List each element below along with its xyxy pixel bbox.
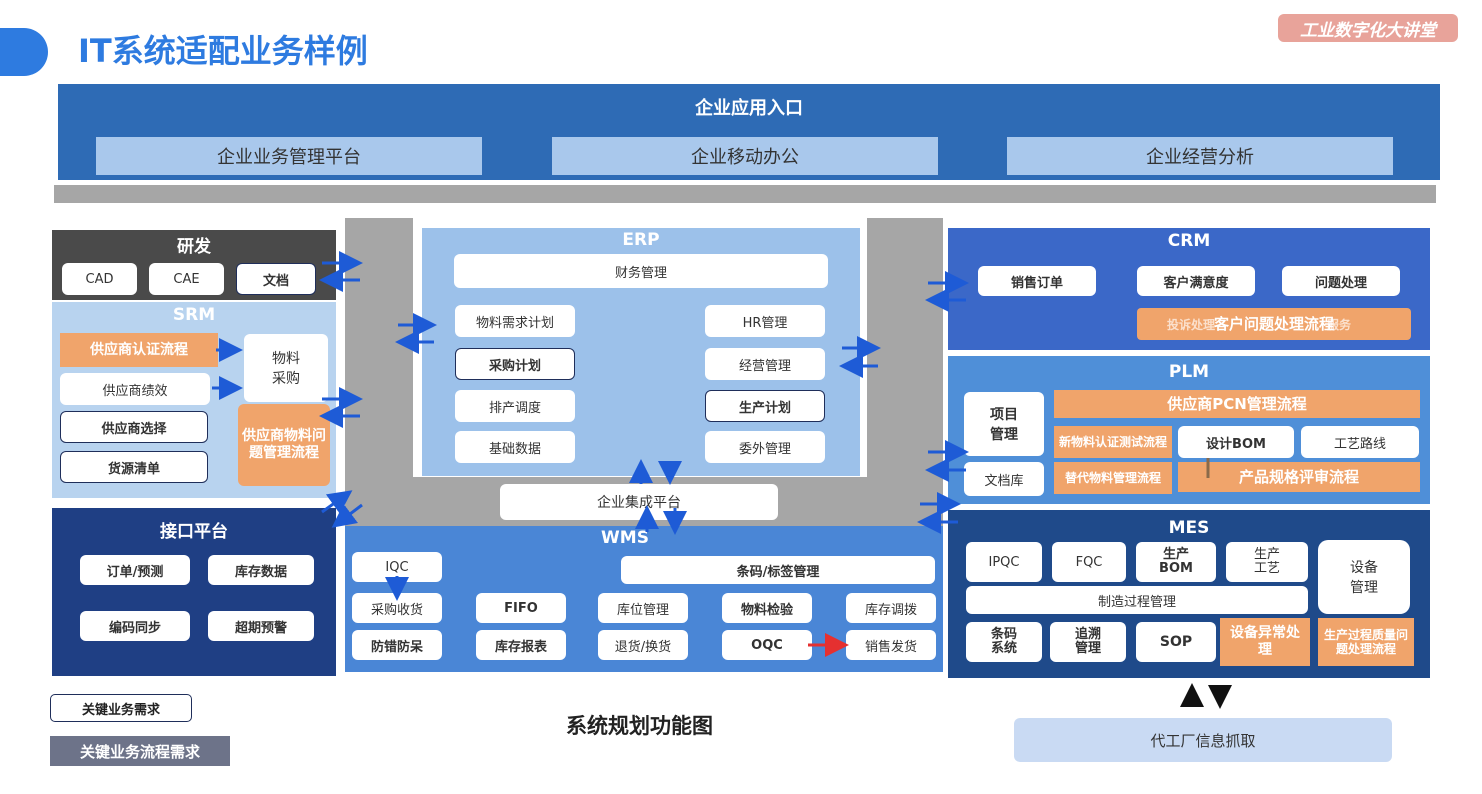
top-item-mobile-office[interactable]: 企业移动办公 — [552, 137, 938, 175]
enterprise-integration-platform[interactable]: 企业集成平台 — [500, 484, 778, 520]
mes-production-craft[interactable]: 生产 工艺 — [1226, 542, 1308, 582]
brand-logo: 工业数字化大讲堂 — [1278, 14, 1458, 42]
crm-flow-label: 客户问题处理流程 — [1213, 315, 1334, 333]
erp-outsourcing[interactable]: 委外管理 — [705, 431, 825, 463]
oem-info-capture[interactable]: 代工厂信息抓取 — [1014, 718, 1392, 762]
plm-new-material-flow[interactable]: 新物料认证测试流程 — [1054, 426, 1172, 458]
crm-ghost-service: 服务 — [1327, 318, 1352, 332]
erp-finance[interactable]: 财务管理 — [454, 254, 828, 288]
diagram-caption: 系统规划功能图 — [566, 714, 713, 738]
mes-production-bom[interactable]: 生产 BOM — [1136, 542, 1216, 582]
plm-pcn-flow[interactable]: 供应商PCN管理流程 — [1054, 390, 1420, 418]
wms-location-mgmt[interactable]: 库位管理 — [598, 593, 688, 623]
srm-title: SRM — [172, 305, 216, 325]
rd-cad[interactable]: CAD — [62, 263, 137, 295]
top-item-business-platform[interactable]: 企业业务管理平台 — [96, 137, 482, 175]
srm-supplier-cert-flow[interactable]: 供应商认证流程 — [60, 333, 218, 367]
page-title: IT系统适配业务样例 — [78, 32, 368, 70]
wms-material-inspection[interactable]: 物料检验 — [722, 593, 812, 623]
iface-overdue-alert[interactable]: 超期预警 — [208, 611, 314, 641]
plm-spec-review-flow[interactable]: 产品规格评审流程 — [1178, 462, 1420, 492]
crm-ghost-complaint: 投诉处理 — [1167, 318, 1216, 332]
legend-key-flow-requirement: 关键业务流程需求 — [50, 736, 230, 766]
mes-barcode-system[interactable]: 条码 系统 — [966, 622, 1042, 662]
iface-code-sync[interactable]: 编码同步 — [80, 611, 190, 641]
interface-section — [52, 508, 336, 676]
mes-title: MES — [1168, 518, 1210, 538]
srm-source-list[interactable]: 货源清单 — [60, 451, 208, 483]
wms-oqc[interactable]: OQC — [722, 630, 812, 660]
erp-title: ERP — [622, 230, 660, 250]
mes-equipment-mgmt[interactable]: 设备 管理 — [1318, 540, 1410, 614]
enterprise-entry-title: 企业应用入口 — [695, 98, 803, 119]
crm-customer-issue-flow[interactable]: 投诉处理 服务 客户问题处理流程 — [1137, 308, 1411, 340]
wms-title: WMS — [601, 528, 649, 548]
srm-supplier-select[interactable]: 供应商选择 — [60, 411, 208, 443]
mes-ipqc[interactable]: IPQC — [966, 542, 1042, 582]
rd-title: 研发 — [177, 236, 211, 257]
interface-title: 接口平台 — [160, 521, 228, 542]
rd-doc[interactable]: 文档 — [236, 263, 316, 295]
gray-divider-bar — [54, 185, 1436, 203]
plm-alt-material-flow[interactable]: 替代物料管理流程 — [1054, 462, 1172, 494]
iface-order-forecast[interactable]: 订单/预测 — [80, 555, 190, 585]
mes-fqc[interactable]: FQC — [1052, 542, 1126, 582]
crm-issue-handling[interactable]: 问题处理 — [1282, 266, 1400, 296]
erp-mrp[interactable]: 物料需求计划 — [455, 305, 575, 337]
wms-fifo[interactable]: FIFO — [476, 593, 566, 623]
wms-sales-shipping[interactable]: 销售发货 — [846, 630, 936, 660]
mes-traceability[interactable]: 追溯 管理 — [1050, 622, 1126, 662]
wms-barcode-label[interactable]: 条码/标签管理 — [621, 556, 935, 584]
erp-purchase-plan[interactable]: 采购计划 — [455, 348, 575, 380]
wms-stock-report[interactable]: 库存报表 — [476, 630, 566, 660]
srm-material-purchase[interactable]: 物料 采购 — [244, 334, 328, 402]
plm-doc-library[interactable]: 文档库 — [964, 462, 1044, 496]
erp-hr[interactable]: HR管理 — [705, 305, 825, 337]
title-accent — [0, 28, 48, 76]
mes-sop[interactable]: SOP — [1136, 622, 1216, 662]
top-item-analysis[interactable]: 企业经营分析 — [1007, 137, 1393, 175]
wms-error-proof[interactable]: 防错防呆 — [352, 630, 442, 660]
mes-manufacturing-process[interactable]: 制造过程管理 — [966, 586, 1308, 614]
iface-inventory-data[interactable]: 库存数据 — [208, 555, 314, 585]
wms-stock-transfer[interactable]: 库存调拨 — [846, 593, 936, 623]
mes-equipment-fault-flow[interactable]: 设备异常处理 — [1220, 618, 1310, 666]
legend-key-requirement: 关键业务需求 — [50, 694, 192, 722]
plm-design-bom[interactable]: 设计BOM — [1178, 426, 1294, 458]
plm-title: PLM — [1168, 362, 1210, 382]
plm-process-route[interactable]: 工艺路线 — [1301, 426, 1419, 458]
srm-supplier-performance[interactable]: 供应商绩效 — [60, 373, 210, 405]
erp-business-mgmt[interactable]: 经营管理 — [705, 348, 825, 380]
wms-return-exchange[interactable]: 退货/换货 — [598, 630, 688, 660]
crm-customer-satisfaction[interactable]: 客户满意度 — [1137, 266, 1255, 296]
erp-scheduling[interactable]: 排产调度 — [455, 390, 575, 422]
srm-material-issue-flow[interactable]: 供应商物料问题管理流程 — [238, 404, 330, 486]
mes-quality-issue-flow[interactable]: 生产过程质量问题处理流程 — [1318, 618, 1414, 666]
crm-sales-order[interactable]: 销售订单 — [978, 266, 1096, 296]
erp-production-plan[interactable]: 生产计划 — [705, 390, 825, 422]
erp-base-data[interactable]: 基础数据 — [455, 431, 575, 463]
plm-project-mgmt[interactable]: 项目 管理 — [964, 392, 1044, 456]
crm-title: CRM — [1167, 231, 1211, 251]
rd-cae[interactable]: CAE — [149, 263, 224, 295]
